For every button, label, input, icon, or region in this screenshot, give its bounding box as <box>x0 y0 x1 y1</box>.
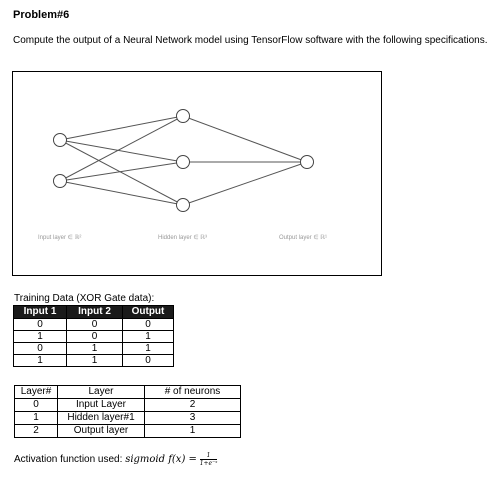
neural-network-diagram: Input layer ∈ ℝ² Hidden layer ∈ ℝ³ Outpu… <box>12 71 382 276</box>
training-cell: 1 <box>66 354 123 367</box>
connection-input0-hidden1 <box>59 139 184 163</box>
training-cell: 0 <box>122 318 174 331</box>
hidden-neuron-0 <box>176 109 190 123</box>
training-cell: 0 <box>66 330 123 343</box>
connection-input1-hidden2 <box>59 180 184 206</box>
input-neuron-0 <box>53 133 67 147</box>
connection-hidden0-output0 <box>182 115 308 163</box>
layer-cell: 1 <box>14 411 58 425</box>
output-layer-label: Output layer ∈ ℝ¹ <box>279 234 327 241</box>
connection-input1-hidden1 <box>59 161 184 182</box>
sigmoid-formula: sigmoid f(x) = <box>125 454 197 466</box>
training-header-1: Input 2 <box>66 305 123 319</box>
hidden-neuron-1 <box>176 155 190 169</box>
activation-label: Activation function used: <box>14 454 123 466</box>
training-cell: 1 <box>122 330 174 343</box>
layer-cell: Hidden layer#1 <box>57 411 145 425</box>
sigmoid-fraction: 1 1+e⁻ˣ <box>199 452 218 467</box>
layer-header-2: # of neurons <box>144 385 241 399</box>
training-cell: 0 <box>122 354 174 367</box>
training-data-caption: Training Data (XOR Gate data): <box>14 293 155 304</box>
activation-function: Activation function used: sigmoid f(x) =… <box>14 452 218 467</box>
fraction-numerator: 1 <box>199 452 218 460</box>
layer-cell: 0 <box>14 398 58 412</box>
training-cell: 1 <box>13 354 67 367</box>
layer-cell: 2 <box>144 398 241 412</box>
connection-input0-hidden0 <box>59 115 184 141</box>
fraction-denominator: 1+e⁻ˣ <box>199 460 218 467</box>
layer-cell: 3 <box>144 411 241 425</box>
connection-input1-hidden0 <box>59 115 184 182</box>
layer-header-0: Layer# <box>14 385 58 399</box>
training-header-0: Input 1 <box>13 305 67 319</box>
connection-input0-hidden2 <box>59 139 184 206</box>
training-header-2: Output <box>122 305 174 319</box>
network-svg: Input layer ∈ ℝ² Hidden layer ∈ ℝ³ Outpu… <box>38 109 327 241</box>
connection-hidden2-output0 <box>182 161 308 206</box>
layer-cell: 2 <box>14 424 58 438</box>
training-cell: 1 <box>66 342 123 355</box>
output-neuron-0 <box>300 155 314 169</box>
training-cell: 1 <box>13 330 67 343</box>
layer-cell: Output layer <box>57 424 145 438</box>
training-cell: 1 <box>122 342 174 355</box>
hidden-neuron-2 <box>176 198 190 212</box>
training-cell: 0 <box>13 342 67 355</box>
input-neuron-1 <box>53 174 67 188</box>
layer-cell: Input Layer <box>57 398 145 412</box>
layer-header-1: Layer <box>57 385 145 399</box>
layer-cell: 1 <box>144 424 241 438</box>
hidden-layer-label: Hidden layer ∈ ℝ³ <box>158 234 207 241</box>
problem-title: Problem#6 <box>13 9 70 21</box>
training-cell: 0 <box>66 318 123 331</box>
input-layer-label: Input layer ∈ ℝ² <box>38 234 81 241</box>
training-cell: 0 <box>13 318 67 331</box>
problem-statement: Compute the output of a Neural Network m… <box>13 35 488 46</box>
